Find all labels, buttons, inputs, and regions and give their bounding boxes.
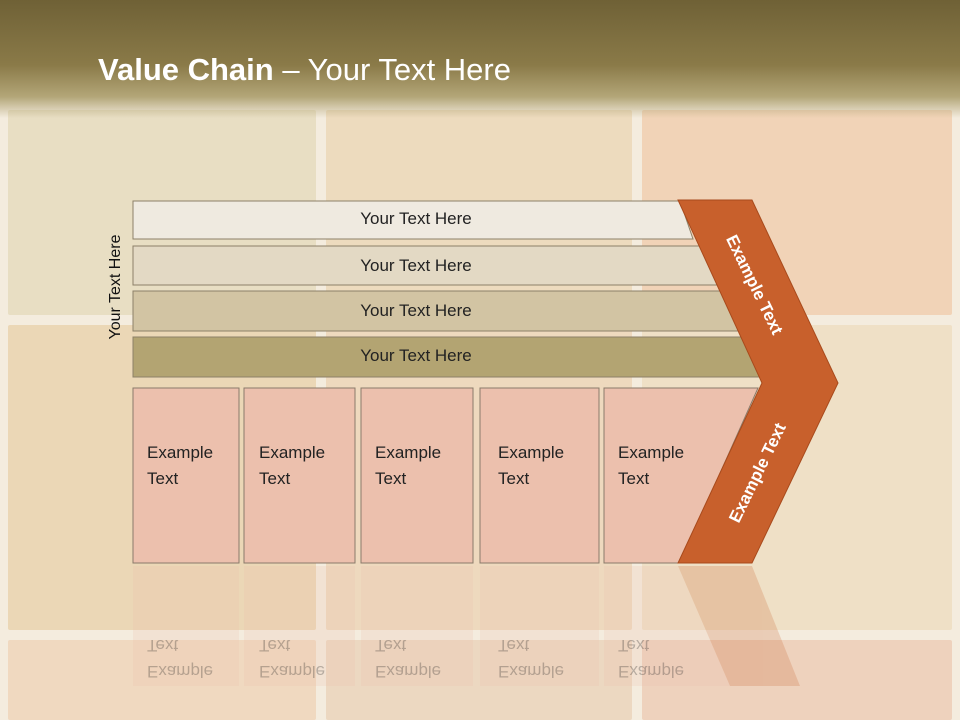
photo-tile-bottom-left <box>8 640 316 720</box>
box-5-line1: Example <box>618 443 685 462</box>
bar-1 <box>132 200 694 240</box>
bar-label-2: Your Text Here <box>360 256 472 275</box>
diagram-reflection <box>133 566 800 686</box>
photo-tile-bottom-mid <box>326 640 632 720</box>
box-4-line2: Text <box>498 469 530 488</box>
activity-box-1 <box>132 387 240 564</box>
box-2-line1: Example <box>259 443 326 462</box>
chevron-arrow <box>677 199 839 564</box>
box-1-line1: Example <box>147 443 214 462</box>
page-title: Value Chain – Your Text Here <box>98 52 511 88</box>
bar-label-3: Your Text Here <box>360 301 472 320</box>
reflection-box-2 <box>244 566 355 686</box>
box-3-line2: Text <box>375 469 407 488</box>
activity-box-3 <box>360 387 474 564</box>
box-2-line2: Text <box>259 469 291 488</box>
reflection-box-5 <box>604 566 730 686</box>
box-1-line2: Text <box>147 469 179 488</box>
box-3-line1: Example <box>375 443 442 462</box>
reflection-chevron <box>678 566 800 686</box>
bar-label-4: Your Text Here <box>360 346 472 365</box>
reflection-box-3 <box>361 566 473 686</box>
side-label: Your Text Here <box>107 234 124 340</box>
reflection-box-1 <box>133 566 239 686</box>
title-band <box>0 0 960 118</box>
activity-box-2 <box>243 387 356 564</box>
box-5-line2: Text <box>618 469 650 488</box>
activity-box-4 <box>479 387 600 564</box>
bar-label-1: Your Text Here <box>360 209 472 228</box>
title-bold: Value Chain <box>98 52 274 87</box>
photo-tile-bottom-right <box>642 640 952 720</box>
reflection-box-4 <box>480 566 599 686</box>
title-rest: – Your Text Here <box>273 52 511 87</box>
box-4-line1: Example <box>498 443 565 462</box>
